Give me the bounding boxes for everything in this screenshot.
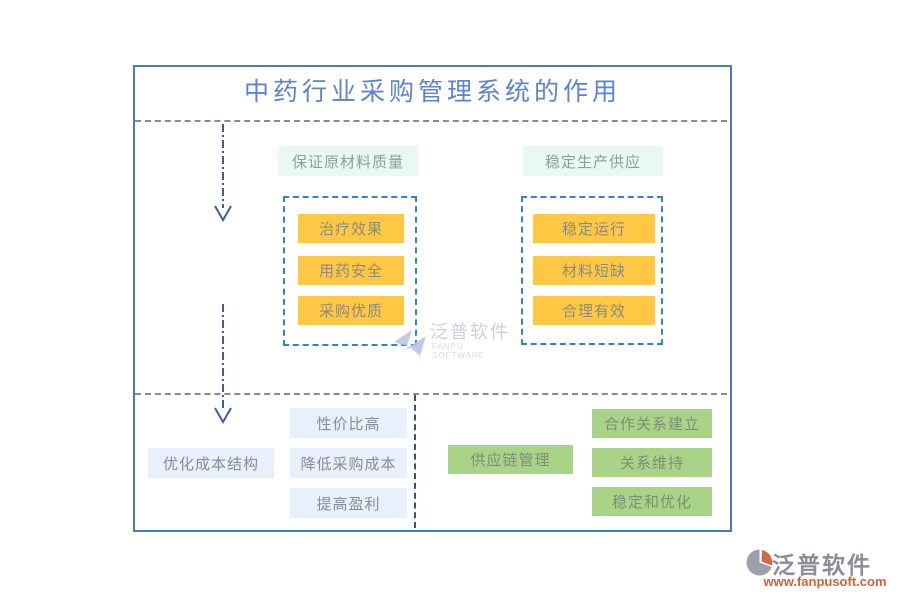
down-arrow-icon: [214, 124, 232, 223]
diagram-frame: [133, 65, 732, 532]
group-box-supply: [521, 196, 663, 345]
watermark-brand: 泛普软件: [430, 322, 510, 342]
supply-item: 合理有效: [533, 296, 655, 325]
cost-item: 性价比高: [290, 408, 407, 438]
brand-name: 泛普软件: [772, 552, 872, 578]
brand-website[interactable]: www.fanpusoft.com: [763, 574, 887, 589]
down-arrow-icon: [214, 304, 232, 425]
section-divider-bottom: [135, 393, 727, 395]
chain-item: 稳定和优化: [592, 487, 712, 516]
cost-item: 降低采购成本: [290, 448, 407, 478]
quality-item: 采购优质: [298, 296, 404, 325]
group-box-quality: [283, 196, 417, 346]
brand-logo-icon: [746, 549, 773, 576]
group-header-chain: 供应链管理: [448, 445, 573, 474]
cost-item: 提高盈利: [290, 488, 407, 518]
watermark-logo-icon: [394, 330, 426, 356]
group-header-supply: 稳定生产供应: [523, 146, 663, 176]
group-header-cost: 优化成本结构: [148, 448, 274, 478]
section-divider-top: [135, 120, 727, 122]
group-header-quality: 保证原材料质量: [278, 146, 418, 176]
page-title: 中药行业采购管理系统的作用: [243, 79, 621, 106]
supply-item: 稳定运行: [533, 214, 655, 243]
watermark: 泛普软件 FANPU SOFTWARE: [392, 318, 512, 364]
quality-item: 用药安全: [298, 256, 404, 285]
chain-item: 合作关系建立: [592, 409, 712, 438]
quality-item: 治疗效果: [298, 214, 404, 243]
chain-item: 关系维持: [592, 448, 712, 477]
vertical-divider: [414, 395, 416, 528]
supply-item: 材料短缺: [533, 256, 655, 285]
watermark-subtitle: FANPU SOFTWARE: [432, 342, 486, 360]
